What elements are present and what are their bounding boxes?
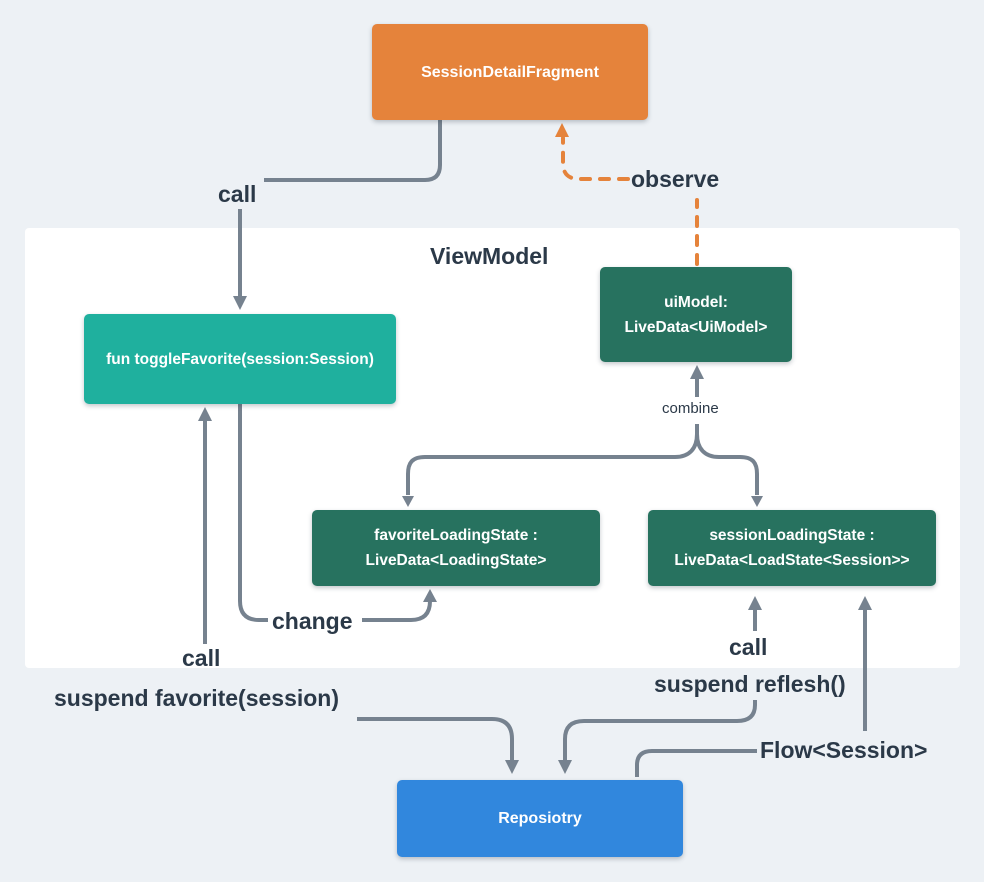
node-favorite-loading-state-label: favoriteLoadingState : LiveData<LoadingS…	[366, 523, 547, 573]
node-session-loading-state: sessionLoadingState : LiveData<LoadState…	[648, 510, 936, 586]
node-toggle-favorite-label: fun toggleFavorite(session:Session)	[106, 350, 374, 368]
node-session-detail-fragment: SessionDetailFragment	[372, 24, 648, 120]
viewmodel-title: ViewModel	[430, 243, 549, 269]
edge-change-left	[238, 404, 268, 622]
node-session-loading-state-label: sessionLoadingState : LiveData<LoadState…	[674, 523, 909, 573]
arrowhead-combine-right-down-icon	[751, 496, 763, 507]
node-ui-model: uiModel: LiveData<UiModel>	[600, 267, 792, 362]
node-favorite-loading-state: favoriteLoadingState : LiveData<LoadingS…	[312, 510, 600, 586]
node-ui-model-line2: LiveData<UiModel>	[624, 318, 768, 336]
arrowhead-favorite-into-repo-icon	[505, 760, 519, 774]
node-session-loading-state-line2: LiveData<LoadState<Session>>	[674, 552, 910, 569]
edge-label-call-bottom-right: call	[729, 634, 768, 660]
node-toggle-favorite: fun toggleFavorite(session:Session)	[84, 314, 396, 404]
arrowhead-flow-up-icon	[858, 596, 872, 610]
edge-label-call-bottom-left: call	[182, 645, 221, 671]
arrowhead-observe-up-icon	[555, 123, 569, 137]
edge-flow-from-repo	[635, 749, 757, 777]
node-favorite-loading-state-line1: favoriteLoadingState :	[374, 527, 538, 544]
edge-label-call-top: call	[218, 181, 257, 207]
edge-label-flow-session: Flow<Session>	[760, 737, 928, 763]
edge-combine-right-branch	[695, 433, 759, 495]
node-ui-model-line1: uiModel:	[664, 293, 728, 311]
edge-change-right	[362, 600, 432, 622]
edge-observe-to-fragment	[561, 136, 630, 181]
edge-call-top-elbow	[264, 120, 442, 182]
edge-label-combine: combine	[662, 400, 719, 417]
arrowhead-favorite-up-icon	[198, 407, 212, 421]
node-ui-model-label: uiModel: LiveData<UiModel>	[625, 290, 768, 340]
edge-label-suspend-reflesh: suspend reflesh()	[654, 671, 846, 697]
arrowhead-call-down-icon	[233, 296, 247, 310]
edge-combine-left-branch	[406, 424, 699, 495]
arrowhead-combine-left-down-icon	[402, 496, 414, 507]
node-session-loading-state-line1: sessionLoadingState :	[709, 527, 875, 544]
arrowhead-reflesh-up-icon	[748, 596, 762, 610]
edge-suspend-favorite-to-repo	[357, 717, 514, 761]
edge-label-observe: observe	[631, 166, 720, 192]
edge-reflesh-to-repo	[563, 700, 757, 761]
edge-label-suspend-favorite: suspend favorite(session)	[54, 685, 340, 711]
edge-label-change: change	[272, 608, 353, 634]
arrowhead-change-up-icon	[423, 589, 437, 602]
node-repository-label: Reposiotry	[498, 810, 582, 827]
node-favorite-loading-state-line2: LiveData<LoadingState>	[365, 552, 547, 569]
node-repository: Reposiotry	[397, 780, 683, 857]
arrowhead-combine-up-icon	[690, 365, 704, 379]
node-session-detail-fragment-label: SessionDetailFragment	[421, 63, 599, 81]
arrowhead-reflesh-into-repo-icon	[558, 760, 572, 774]
viewmodel-panel	[25, 228, 960, 668]
